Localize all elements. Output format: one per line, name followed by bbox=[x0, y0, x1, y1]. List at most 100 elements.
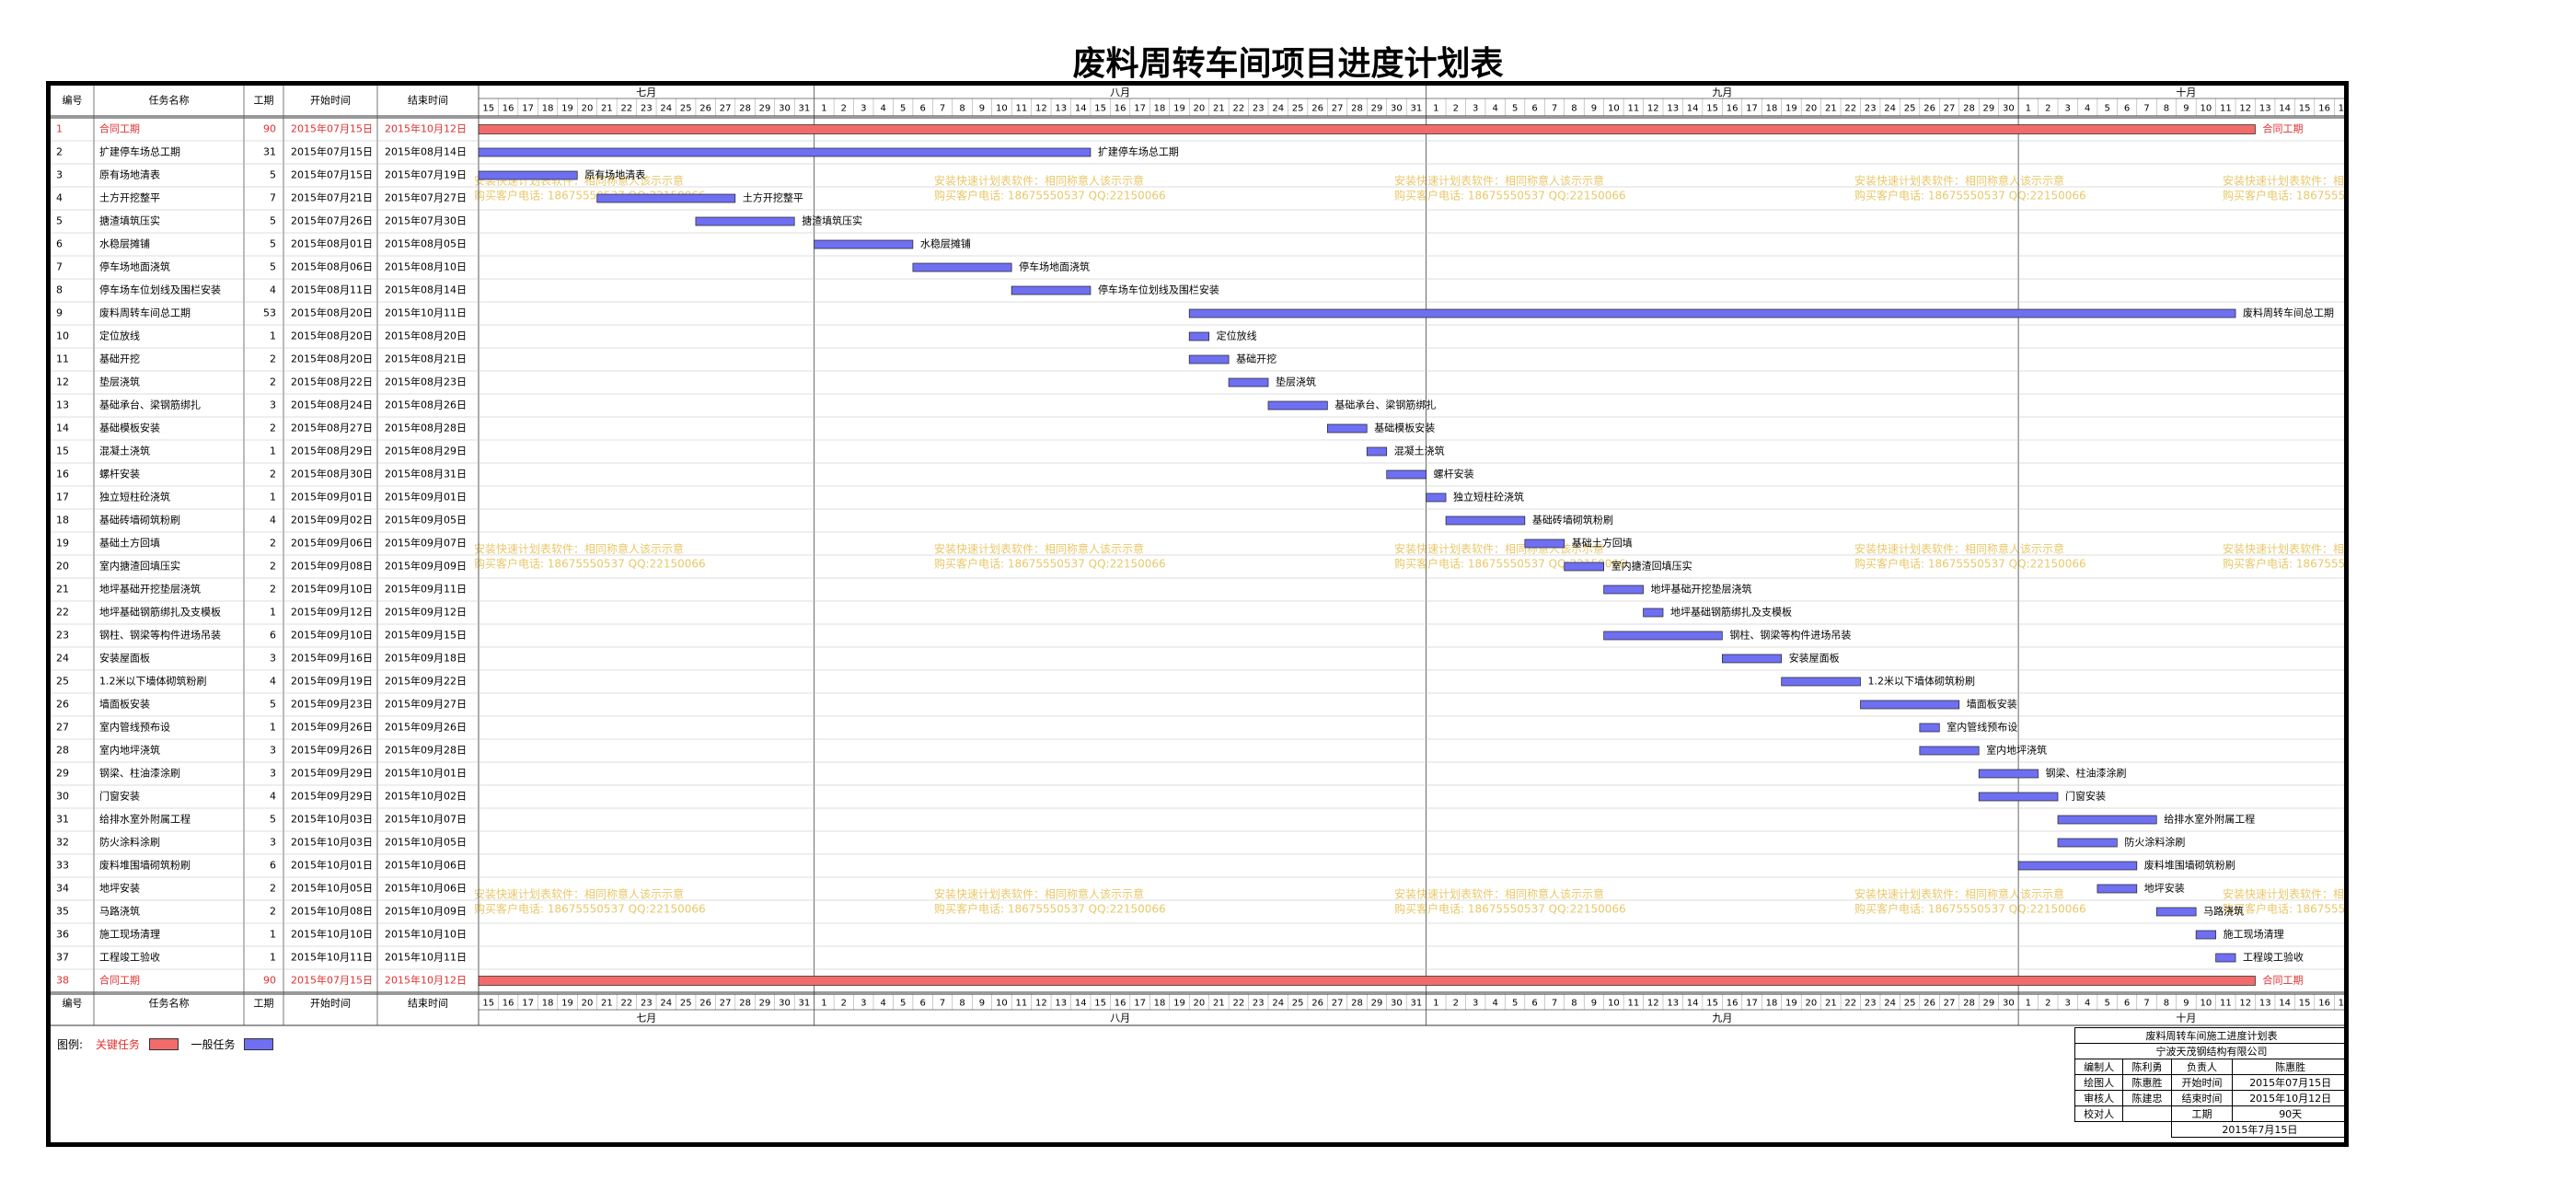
day-label: 29 bbox=[1983, 104, 1995, 114]
task-number: 32 bbox=[56, 837, 69, 849]
task-end: 2015年08月14日 bbox=[385, 284, 467, 296]
day-label: 22 bbox=[621, 104, 633, 114]
task-end: 2015年10月07日 bbox=[385, 813, 467, 826]
day-label: 9 bbox=[979, 104, 985, 114]
day-label: 1 bbox=[1433, 999, 1438, 1009]
day-label: 24 bbox=[660, 104, 672, 114]
day-label: 26 bbox=[699, 999, 711, 1009]
day-label: 19 bbox=[1785, 104, 1797, 114]
bar-label: 墙面板安装 bbox=[1967, 698, 2017, 711]
day-label: 13 bbox=[1667, 999, 1679, 1009]
month-label: 八月 bbox=[1110, 87, 1130, 98]
task-name: 马路浇筑 bbox=[99, 905, 140, 918]
legend-critical-swatch bbox=[148, 1038, 179, 1050]
task-bar bbox=[1188, 354, 1230, 365]
task-number: 37 bbox=[56, 952, 69, 964]
day-label: 13 bbox=[2259, 999, 2271, 1009]
day-label: 22 bbox=[1844, 104, 1856, 114]
task-name: 螺杆安装 bbox=[99, 468, 140, 480]
task-duration: 4 bbox=[270, 676, 276, 688]
task-number: 18 bbox=[56, 515, 69, 527]
task-end: 2015年09月11日 bbox=[385, 583, 467, 596]
bar-label: 地坪基础开挖垫层浇筑 bbox=[1651, 583, 1752, 596]
task-start: 2015年09月29日 bbox=[291, 767, 373, 780]
day-label: 5 bbox=[1512, 104, 1518, 114]
day-label: 12 bbox=[1647, 104, 1659, 114]
day-label: 24 bbox=[660, 999, 672, 1009]
day-label: 28 bbox=[1963, 104, 1975, 114]
column-footer: 编号 bbox=[63, 997, 83, 1010]
day-label: 7 bbox=[940, 999, 945, 1009]
day-label: 16 bbox=[2318, 999, 2330, 1009]
watermark-text: 购买客户电话: 18675550537 QQ:22150066 bbox=[934, 557, 1166, 571]
day-label: 29 bbox=[1983, 999, 1995, 1009]
day-label: 10 bbox=[2201, 104, 2212, 114]
info-cell: 陈惠胜 bbox=[2122, 1074, 2172, 1091]
day-label: 23 bbox=[1253, 104, 1265, 114]
task-bar bbox=[1011, 285, 1092, 295]
day-label: 7 bbox=[2143, 999, 2149, 1009]
day-label: 29 bbox=[759, 104, 771, 114]
day-label: 27 bbox=[1332, 999, 1344, 1009]
task-duration: 31 bbox=[263, 146, 276, 158]
day-label: 8 bbox=[959, 104, 965, 114]
task-bar bbox=[1781, 677, 1861, 687]
task-start: 2015年08月30日 bbox=[291, 468, 373, 480]
day-label: 20 bbox=[1194, 999, 1206, 1009]
task-duration: 2 bbox=[270, 422, 276, 434]
day-label: 18 bbox=[542, 104, 554, 114]
day-label: 17 bbox=[1746, 104, 1758, 114]
bar-label: 合同工期 bbox=[2263, 122, 2304, 135]
task-number: 27 bbox=[56, 722, 69, 734]
month-label: 七月 bbox=[636, 1013, 656, 1024]
task-start: 2015年10月10日 bbox=[291, 928, 373, 941]
watermark-text: 安装快速计划表软件：相同称意人该示示意 bbox=[474, 542, 684, 556]
task-bar bbox=[2057, 815, 2157, 825]
day-label: 27 bbox=[1944, 999, 1956, 1009]
task-start: 2015年09月16日 bbox=[291, 652, 373, 665]
task-number: 26 bbox=[56, 699, 69, 711]
bar-label: 地坪基础钢筋绑扎及支模板 bbox=[1670, 606, 1792, 619]
task-bar bbox=[1188, 331, 1209, 341]
info-cell: 负责人 bbox=[2170, 1059, 2234, 1075]
task-end: 2015年09月12日 bbox=[385, 606, 467, 619]
day-label: 18 bbox=[1154, 999, 1166, 1009]
day-label: 8 bbox=[1571, 999, 1577, 1009]
month-label: 七月 bbox=[636, 87, 656, 98]
day-label: 3 bbox=[2065, 104, 2071, 114]
legend: 图例: 关键任务 一般任务 bbox=[57, 1036, 283, 1052]
legend-critical-label: 关键任务 bbox=[95, 1038, 140, 1051]
day-label: 3 bbox=[1473, 999, 1478, 1009]
task-start: 2015年10月03日 bbox=[291, 813, 373, 826]
task-duration: 2 bbox=[270, 883, 276, 895]
watermark-text: 购买客户电话: 18675550537 QQ:22150066 bbox=[1854, 189, 2086, 203]
task-bar bbox=[1524, 538, 1565, 549]
day-label: 25 bbox=[1292, 999, 1304, 1009]
task-number: 28 bbox=[56, 745, 69, 757]
info-cell: 校对人 bbox=[2074, 1105, 2124, 1122]
watermark-text: 购买客户电话: 18675550537 QQ:22150066 bbox=[1854, 902, 2086, 916]
task-bar bbox=[1603, 584, 1644, 595]
task-end: 2015年10月11日 bbox=[385, 951, 467, 964]
day-label: 2 bbox=[841, 104, 847, 114]
day-label: 11 bbox=[2220, 104, 2232, 114]
task-bar bbox=[1919, 723, 1940, 733]
task-bar bbox=[1978, 792, 2059, 802]
task-bar bbox=[2057, 838, 2118, 848]
watermark-text: 购买客户电话: 18675550537 QQ:22150066 bbox=[1854, 557, 2086, 571]
day-label: 7 bbox=[1552, 104, 1557, 114]
day-label: 11 bbox=[1627, 999, 1639, 1009]
bar-label: 垫层浇筑 bbox=[1276, 376, 1316, 388]
day-label: 3 bbox=[861, 104, 866, 114]
task-bar bbox=[814, 239, 914, 249]
day-label: 26 bbox=[1311, 104, 1323, 114]
task-name: 室内地坪浇筑 bbox=[99, 744, 160, 757]
task-start: 2015年09月29日 bbox=[291, 790, 373, 803]
day-label: 24 bbox=[1884, 104, 1896, 114]
task-number: 15 bbox=[56, 446, 69, 457]
day-label: 12 bbox=[2239, 999, 2251, 1009]
task-duration: 3 bbox=[270, 399, 276, 411]
task-bar bbox=[1603, 631, 1723, 641]
task-end: 2015年07月27日 bbox=[385, 191, 467, 204]
task-bar bbox=[1721, 654, 1783, 664]
